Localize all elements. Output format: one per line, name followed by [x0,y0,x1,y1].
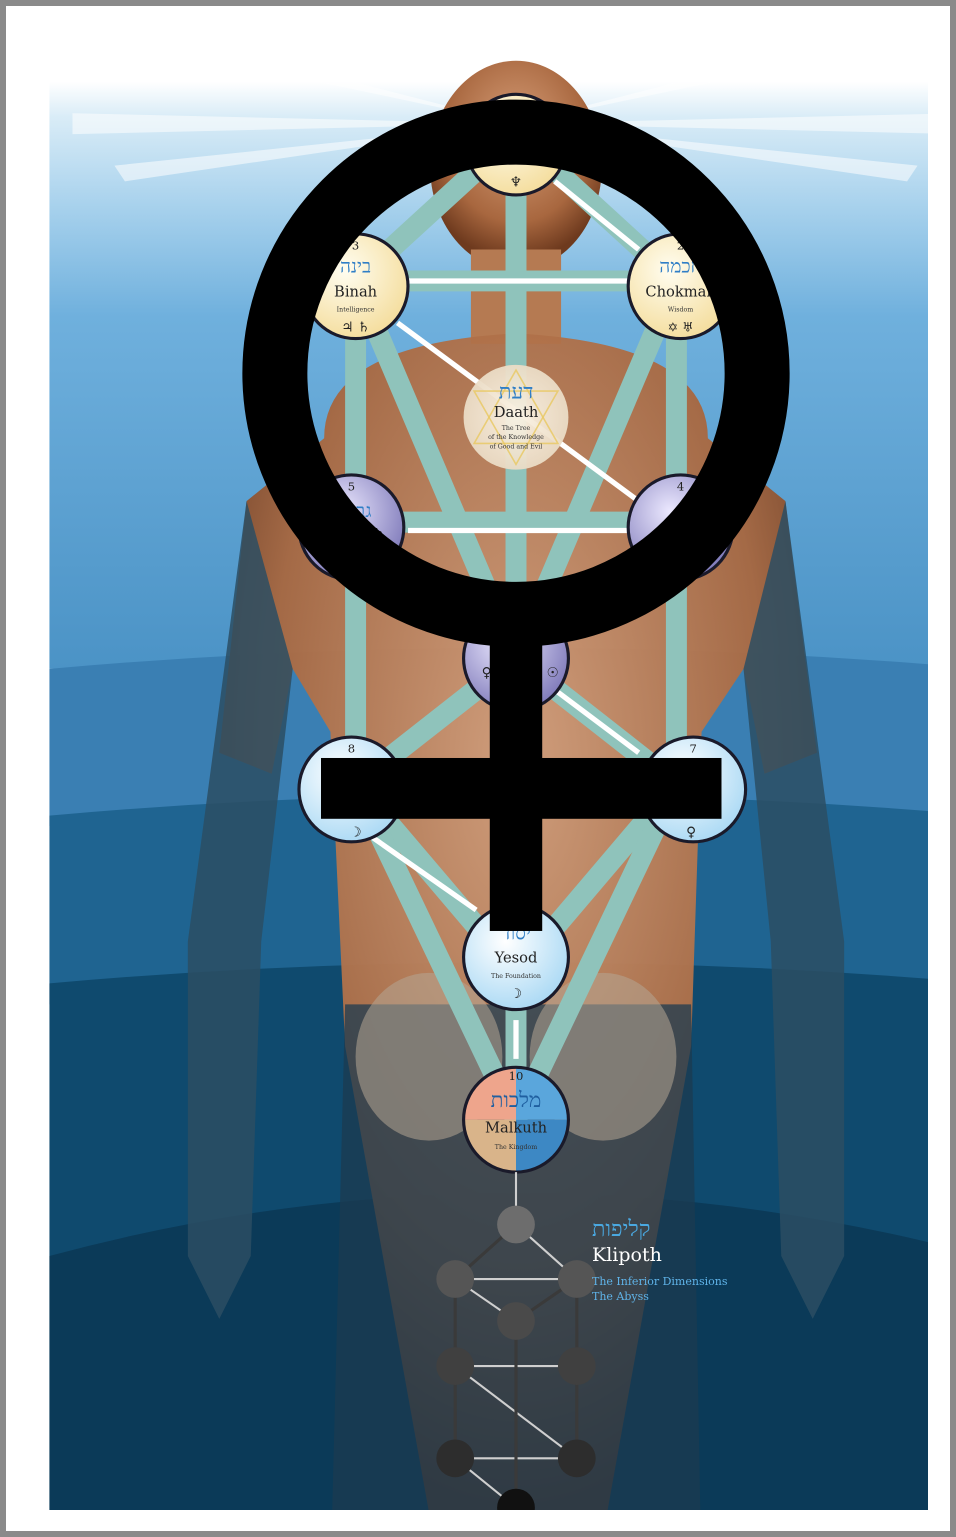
klipoth-line-1: The Inferior Dimensions [592,1274,792,1289]
chokmah-subtitle: Wisdom [668,306,693,313]
binah-subtitle: Intelligence [337,306,375,313]
daath-hebrew: דעת [499,379,534,403]
malkuth-name: Malkuth [485,1119,548,1136]
netzach-number: 7 [690,742,697,756]
klipoth-hebrew: קליפות [592,1216,792,1242]
daath-name: Daath [494,404,539,421]
binah-name: Binah [334,284,378,301]
yesod-name: Yesod [494,949,538,966]
netzach-symbol: ♀ [686,825,696,841]
daath-subtitle-2: of the Knowledge [488,434,544,441]
malkuth-subtitle: The Kingdom [495,1144,538,1151]
chokmah-symbols: ✡ ♅ [668,319,694,334]
chesed-number: 4 [677,480,684,494]
hod-number: 8 [348,742,355,756]
daath-subtitle-3: of Good and Evil [490,444,543,451]
klipoth-legend: קליפות Klipoth The Inferior Dimensions T… [592,1216,792,1304]
sephira-malkuth: 10 מלכות Malkuth The Kingdom [464,1067,569,1172]
malkuth-number: 10 [509,1069,524,1083]
sephira-daath: דעת Daath The Tree of the Knowledge of G… [464,365,569,470]
malkuth-hebrew: מלכות [491,1088,542,1112]
yesod-subtitle: The Foundation [491,973,541,980]
kether-symbol: ♆ [510,175,522,191]
tree-of-life-artwork: 1 ♆ 3 בינה Binah Intelligence ♃ ♄ 2 חכמה… [38,44,928,1510]
hod-symbol: ☽ [349,825,361,841]
geburah-number: 5 [348,480,355,494]
tiphereth-symbol-right: ☉ [547,665,559,681]
binah-hebrew: בינה [340,256,371,278]
binah-symbols: ♃ ♄ [341,319,370,335]
daath-subtitle-1: The Tree [502,425,531,432]
klipoth-title: Klipoth [592,1244,792,1266]
page-frame: 1 ♆ 3 בינה Binah Intelligence ♃ ♄ 2 חכמה… [6,6,950,1531]
klipoth-line-2: The Abyss [592,1289,792,1304]
yesod-symbol: ☽ [510,986,522,1002]
